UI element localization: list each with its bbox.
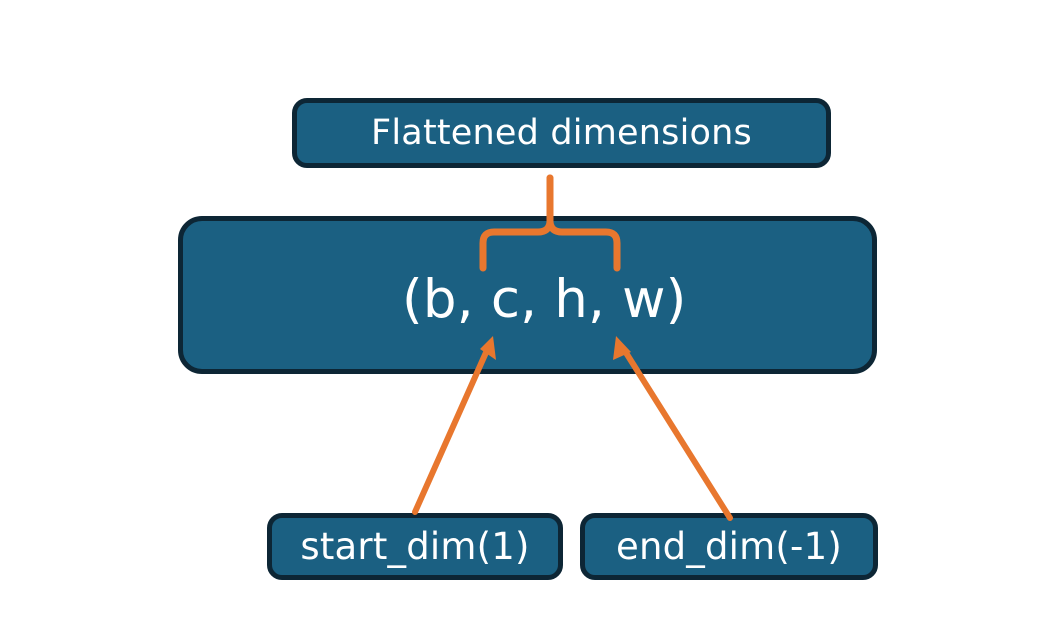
flattened-dimensions-box[interactable]: Flattened dimensions [292, 98, 831, 168]
start-dim-label: start_dim(1) [300, 525, 530, 568]
end-dim-label: end_dim(-1) [616, 525, 842, 568]
shape-tuple-label: (b, c, h, w) [402, 269, 687, 330]
flattened-dimensions-label: Flattened dimensions [371, 113, 752, 153]
end-dim-box[interactable]: end_dim(-1) [580, 513, 878, 580]
shape-tuple-box[interactable]: (b, c, h, w) [178, 216, 877, 374]
start-dim-box[interactable]: start_dim(1) [267, 513, 563, 580]
